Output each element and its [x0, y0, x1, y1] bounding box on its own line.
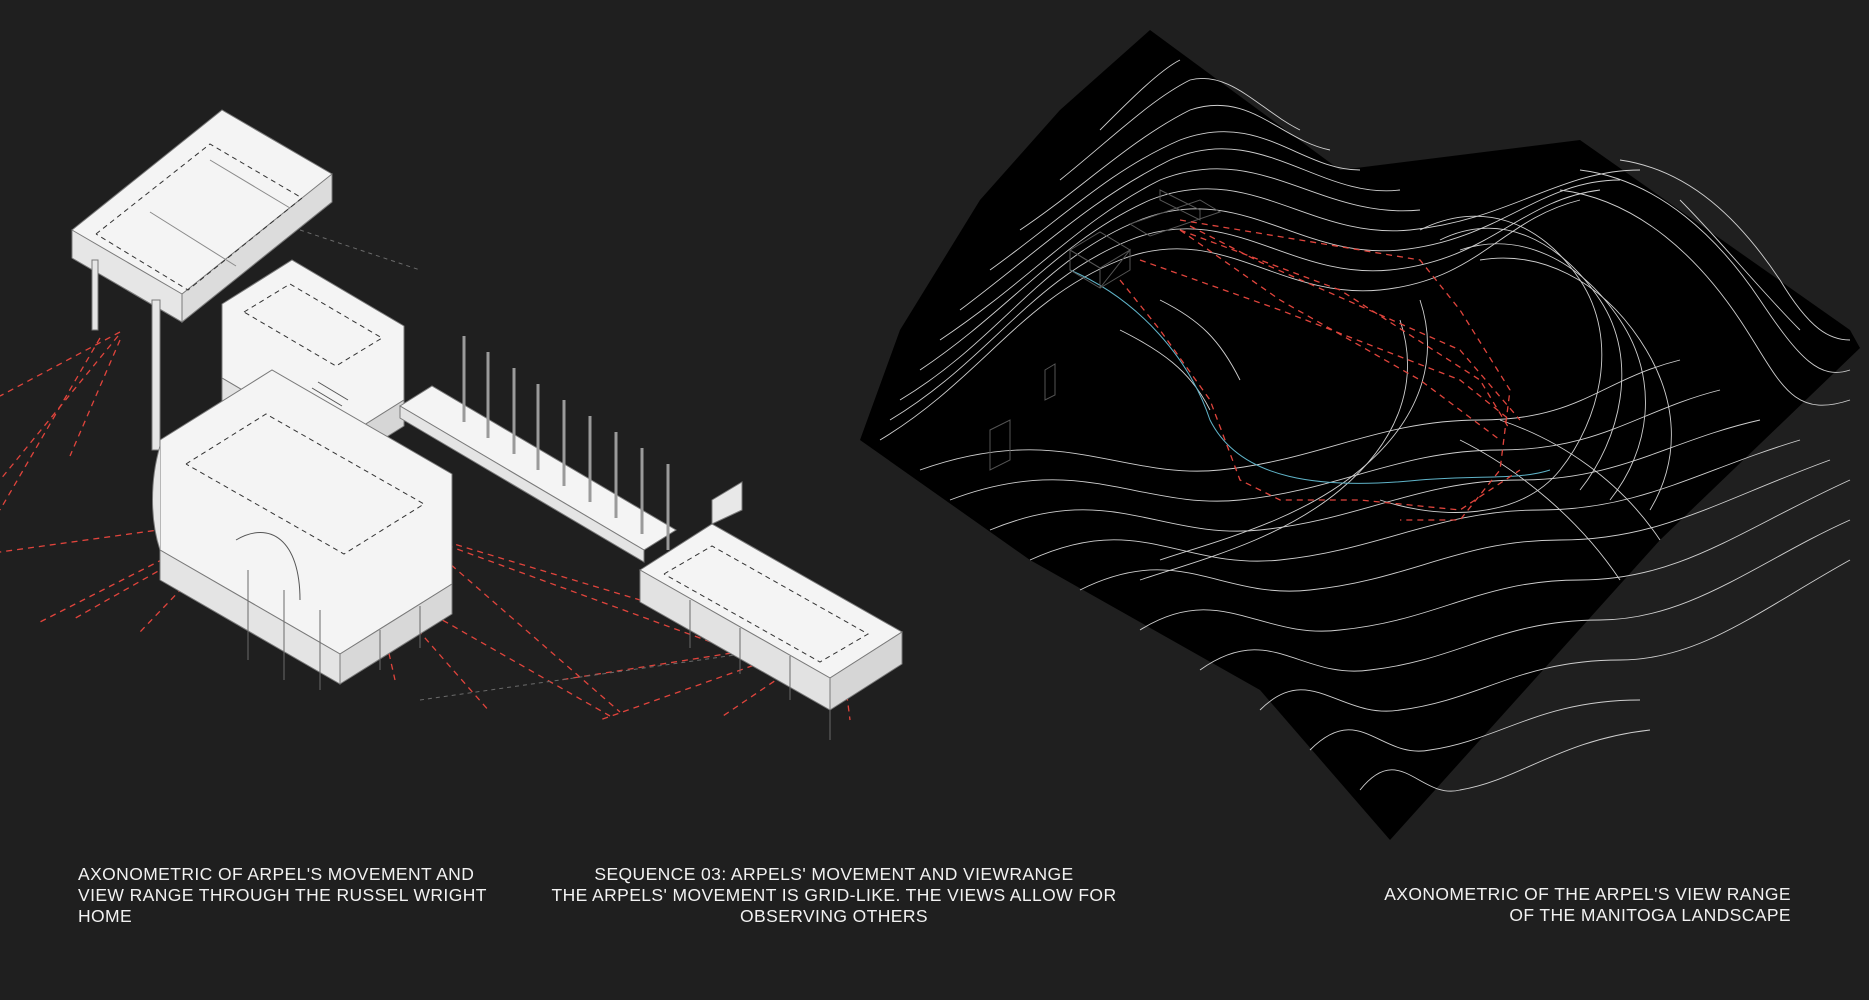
house-upper-wing [71, 109, 333, 451]
caption-center-line-1: SEQUENCE 03: ARPELS' MOVEMENT AND VIEWRA… [594, 864, 1074, 884]
caption-sequence: SEQUENCE 03: ARPELS' MOVEMENT AND VIEWRA… [0, 864, 1869, 927]
house-axonometric-drawing [0, 109, 903, 740]
caption-left-line-3: HOME [78, 906, 133, 926]
caption-left-line-1: AXONOMETRIC OF ARPEL'S MOVEMENT AND [78, 864, 475, 884]
caption-right-line-1: AXONOMETRIC OF THE ARPEL'S VIEW RANGE [1384, 884, 1791, 904]
landscape-view-range-lines [1119, 219, 1521, 521]
house-studio [639, 481, 903, 740]
landscape-buildings [989, 189, 1222, 471]
caption-landscape-axonometric: AXONOMETRIC OF THE ARPEL'S VIEW RANGE OF… [1384, 884, 1791, 926]
caption-house-axonometric: AXONOMETRIC OF ARPEL'S MOVEMENT AND VIEW… [78, 864, 487, 927]
terrain-surface [860, 30, 1860, 840]
caption-left-line-2: VIEW RANGE THROUGH THE RUSSEL WRIGHT [78, 885, 487, 905]
caption-sequence-block: SEQUENCE 03: ARPELS' MOVEMENT AND VIEWRA… [552, 864, 1117, 927]
landscape-axonometric-drawing [860, 30, 1860, 840]
caption-center-line-3: OBSERVING OTHERS [740, 906, 928, 926]
house-lower-pavilion [152, 369, 453, 690]
caption-center-line-2: THE ARPELS' MOVEMENT IS GRID-LIKE. THE V… [551, 885, 1117, 905]
house-walkway [399, 336, 677, 563]
caption-right-line-2: OF THE MANITOGA LANDSCAPE [1509, 905, 1791, 925]
stream-line [1069, 269, 1551, 484]
contour-lines [879, 59, 1851, 792]
